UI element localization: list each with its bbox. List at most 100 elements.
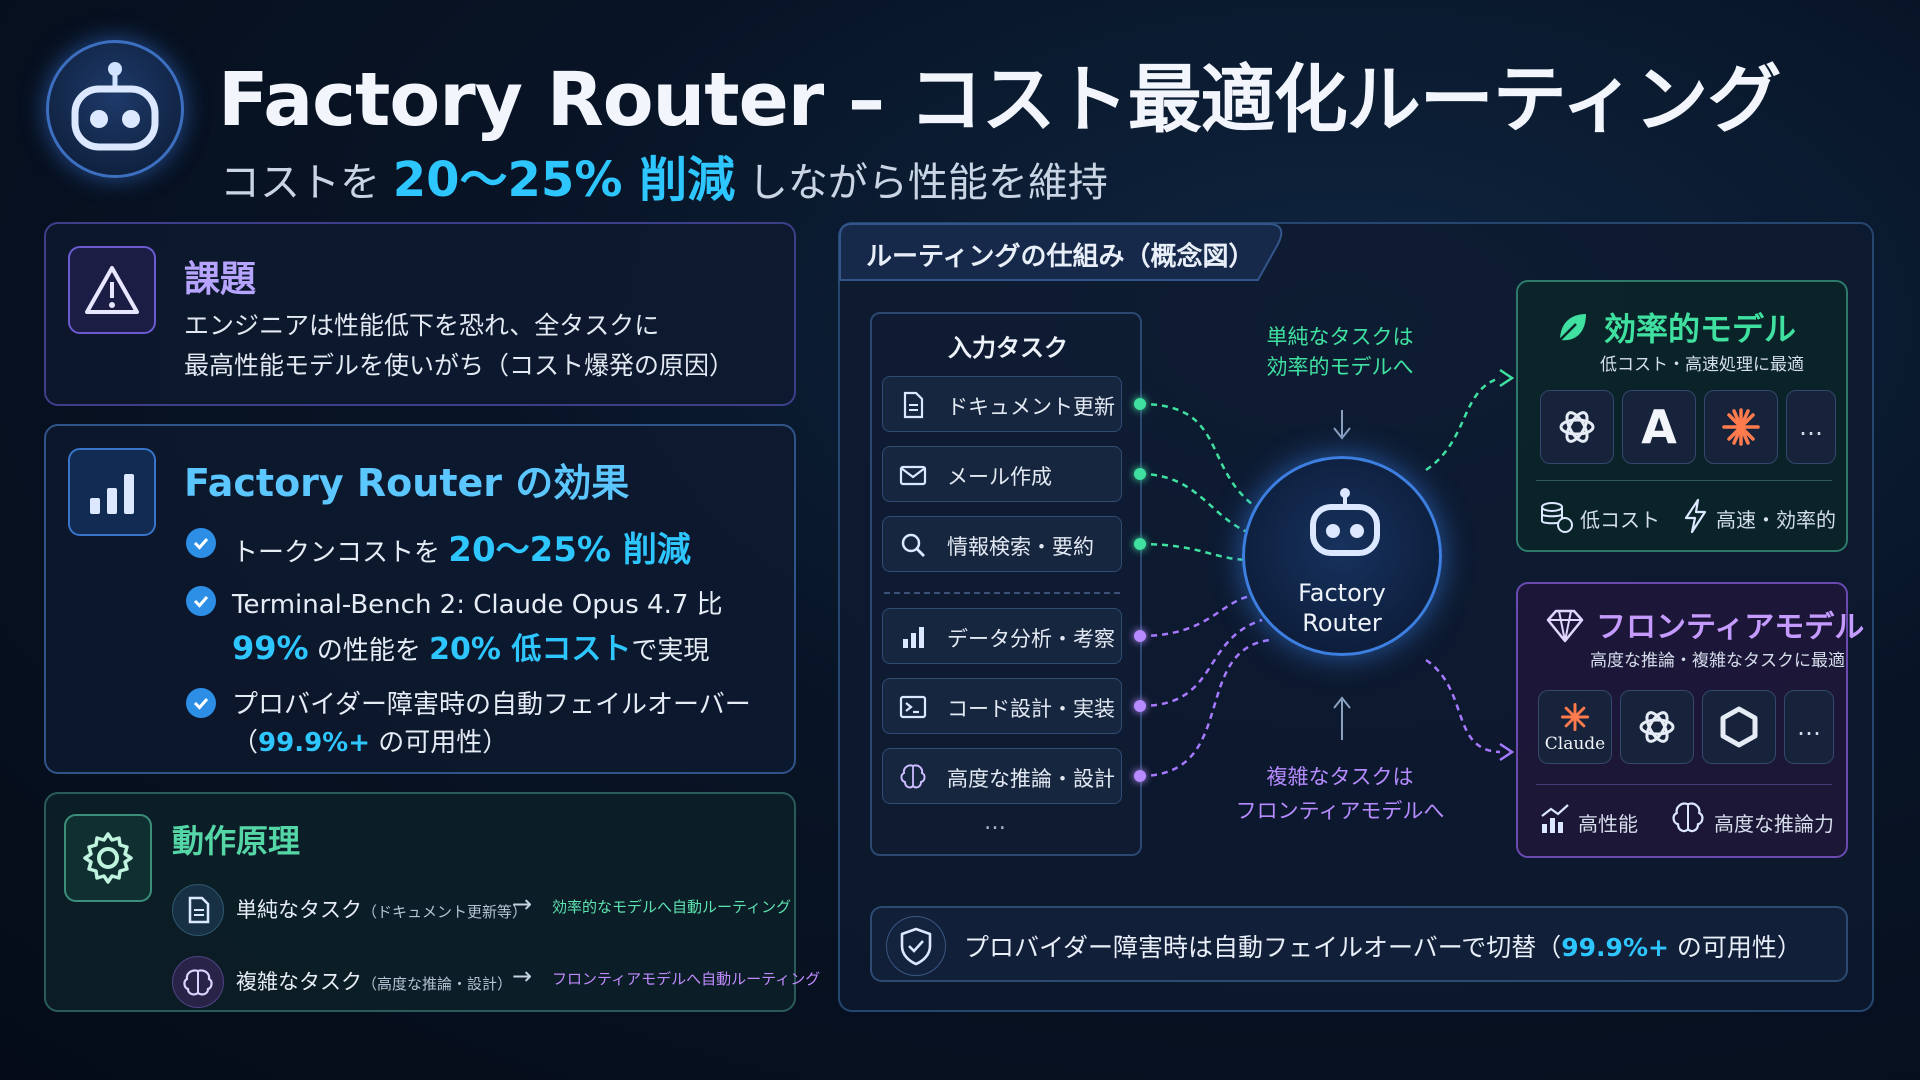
connector-node	[1134, 770, 1146, 782]
effect-item-1-prefix: トークンコストを	[232, 538, 441, 568]
simple-task-note: 単純なタスクは 効率的モデルへ	[1240, 322, 1440, 382]
connector-node	[1134, 700, 1146, 712]
subtitle-suffix: しながら性能を維持	[747, 160, 1108, 206]
effect-item-2-line-2: 99% の性能を 20% 低コストで実現	[232, 624, 709, 668]
input-tasks-title: 入力タスク	[948, 334, 1068, 362]
principle-row-1-label: 単純なタスク	[236, 898, 362, 922]
task-label: 情報検索・要約	[947, 535, 1094, 559]
task-data-analysis: データ分析・考察	[882, 608, 1122, 664]
complex-task-note: 複雑なタスクは フロンティアモデルへ	[1220, 760, 1460, 828]
more-models-chip: …	[1786, 390, 1836, 464]
effect-icon-box	[68, 448, 156, 536]
efficient-divider	[1536, 480, 1832, 481]
principle-row-1: 単純なタスク（ドキュメント更新等）	[236, 894, 527, 924]
task-label: メール作成	[947, 465, 1052, 489]
anthropic-model-chip: A	[1622, 390, 1696, 464]
efficient-feature-1: 低コスト	[1580, 508, 1660, 532]
principle-row-2-target: フロンティアモデルへ自動ルーティング	[552, 970, 821, 988]
connector-node	[1134, 538, 1146, 550]
check-icon	[186, 688, 216, 718]
brain-icon	[900, 764, 926, 789]
leaf-icon	[1559, 314, 1586, 341]
task-label: ドキュメント更新	[947, 395, 1115, 419]
document-icon	[188, 896, 210, 924]
frontier-feature-2: 高度な推論力	[1714, 812, 1834, 836]
document-icon-circle	[172, 884, 224, 936]
principle-row-1-arrow: →	[512, 890, 533, 918]
mail-icon	[899, 465, 927, 486]
problem-title: 課題	[184, 259, 257, 300]
shield-icon-circle	[886, 916, 946, 976]
connector-node	[1134, 630, 1146, 642]
check-icon	[186, 528, 216, 558]
hexagon-model-chip	[1702, 690, 1776, 764]
frontier-feature-1: 高性能	[1578, 812, 1638, 836]
task-label: 高度な推論・設計	[947, 767, 1115, 791]
openai-model-chip	[1620, 690, 1694, 764]
check-icon	[186, 586, 216, 616]
factory-router-hub: Factory Router	[1242, 456, 1442, 656]
frontier-title: フロンティアモデル	[1596, 610, 1865, 645]
anthropic-a-logo: A	[1641, 400, 1677, 454]
page-title: Factory Router – コスト最適化ルーティング	[218, 57, 1781, 143]
coins-icon	[1541, 502, 1573, 533]
claude-model-chip	[1704, 390, 1778, 464]
simple-note-line-2: 効率的モデルへ	[1266, 355, 1414, 379]
effect-item-2-hl-1: 99%	[232, 629, 309, 667]
complex-note-line-1: 複雑なタスクは	[1266, 765, 1414, 789]
effect-panel: Factory Router の効果 トークンコストを 20～25% 削減 Te…	[44, 424, 796, 774]
frontier-model-panel: フロンティアモデル 高度な推論・複雑なタスクに最適 Claude …	[1516, 582, 1864, 858]
problem-line-2: 最高性能モデルを使いがち（コスト爆発の原因）	[184, 351, 735, 380]
principle-row-1-target: 効率的なモデルへ自動ルーティング	[552, 898, 792, 916]
effect-item-3-end: の可用性）	[378, 728, 509, 758]
document-icon	[903, 391, 924, 419]
diagram-tab-shape	[839, 223, 1283, 281]
openai-icon	[1559, 411, 1595, 443]
complex-note-line-2: フロンティアモデルへ	[1235, 799, 1445, 823]
growth-chart-icon	[1541, 804, 1569, 833]
subtitle-prefix: コストを	[220, 160, 380, 206]
failover-prefix: プロバイダー障害時は自動フェイルオーバーで切替（	[964, 933, 1562, 962]
effect-item-3-open: （	[232, 728, 259, 758]
diamond-icon	[1546, 609, 1584, 643]
effect-item-1: トークンコストを 20～25% 削減	[232, 522, 691, 571]
task-label: コード設計・実装	[947, 697, 1115, 721]
router-logo	[46, 40, 184, 178]
effect-item-2-hl-2: 20% 低コスト	[429, 632, 632, 667]
task-search-summary: 情報検索・要約	[882, 516, 1122, 572]
efficient-subtitle: 低コスト・高速処理に最適	[1600, 355, 1804, 375]
connector-node	[1134, 468, 1146, 480]
task-label: データ分析・考察	[947, 627, 1115, 651]
principle-panel: 動作原理 単純なタスク（ドキュメント更新等） → 効率的なモデルへ自動ルーティン…	[44, 792, 820, 1012]
effect-item-3-line-1: プロバイダー障害時の自動フェイルオーバー	[232, 690, 751, 720]
problem-panel: 課題 エンジニアは性能低下を恐れ、全タスクに 最高性能モデルを使いがち（コスト爆…	[44, 222, 796, 406]
tasks-more: …	[984, 810, 1006, 835]
bar-chart-icon	[90, 474, 134, 514]
shield-check-icon	[900, 927, 932, 966]
lightning-icon	[1684, 498, 1707, 534]
failover-suffix: の可用性）	[1676, 933, 1802, 962]
brain-icon	[1672, 802, 1704, 833]
router-label-2: Router	[1302, 609, 1382, 637]
effect-item-3-line-2: （99.9%+ の可用性）	[232, 722, 508, 759]
brain-icon	[183, 969, 213, 996]
efficient-feature-2: 高速・効率的	[1716, 508, 1836, 532]
brain-icon-circle	[172, 956, 224, 1008]
principle-row-2-note: （高度な推論・設計）	[362, 975, 513, 993]
terminal-icon	[899, 695, 927, 719]
diagram-tab-title: ルーティングの仕組み（概念図）	[866, 242, 1255, 272]
effect-title: Factory Router の効果	[184, 461, 630, 505]
principle-icon-box	[64, 814, 152, 902]
effect-item-2-line-1: Terminal-Bench 2: Claude Opus 4.7 比	[232, 590, 723, 620]
gear-icon	[83, 832, 133, 884]
robot-icon	[1310, 488, 1380, 556]
claude-model-chip: Claude	[1538, 690, 1612, 764]
task-advanced-reasoning: 高度な推論・設計	[882, 748, 1122, 804]
task-document-update: ドキュメント更新	[882, 376, 1122, 432]
effect-item-2-mid: の性能を	[316, 636, 421, 666]
effect-item-3-hl: 99.9%+	[258, 728, 371, 758]
effect-item-2-end: で実現	[631, 636, 710, 666]
more-models-chip: …	[1784, 690, 1834, 764]
problem-line-1: エンジニアは性能低下を恐れ、全タスクに	[184, 311, 660, 340]
